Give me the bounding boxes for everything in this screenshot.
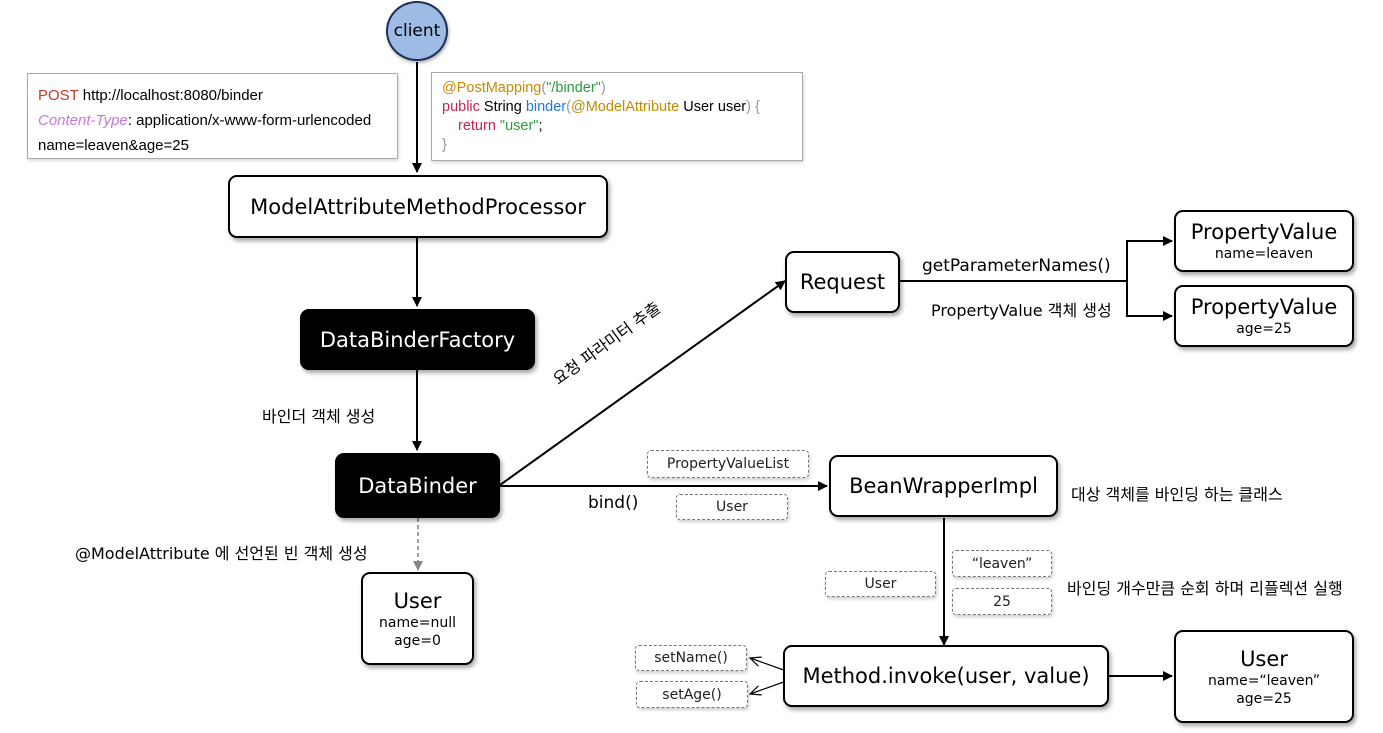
controller-code-block: @PostMapping("/binder") public String bi…	[431, 72, 803, 161]
request-line: POST http://localhost:8080/binder	[38, 83, 387, 108]
client-label: client	[393, 21, 441, 41]
client-node: client	[386, 1, 448, 61]
code-semicolon: ;	[538, 118, 543, 134]
user-empty-name: name=null	[379, 614, 456, 631]
set-age-tag: setAge()	[636, 681, 748, 708]
user-empty-box: User name=null age=0	[361, 572, 474, 665]
reflection-desc-label: 바인딩 개수만큼 순회 하며 리플렉션 실행	[1067, 579, 1343, 598]
code-paren-open: (	[541, 80, 547, 96]
code-param: User user	[679, 99, 747, 115]
header-line: Content-Type: application/x-www-form-url…	[38, 108, 387, 133]
property-value-name-box: PropertyValue name=leaven	[1174, 210, 1354, 272]
request-label: Request	[799, 270, 886, 294]
age-value-tag: 25	[952, 588, 1052, 615]
user-empty-age: age=0	[394, 632, 441, 649]
http-request-block: POST http://localhost:8080/binder Conten…	[27, 73, 398, 159]
leaven-value-tag: “leaven”	[952, 550, 1052, 577]
bean-wrapper-impl-box: BeanWrapperImpl	[829, 455, 1058, 517]
processor-label: ModelAttributeMethodProcessor	[250, 194, 586, 219]
create-property-value-label: PropertyValue 객체 생성	[931, 301, 1112, 320]
code-annotation: @PostMapping	[442, 80, 542, 96]
user-filled-box: User name=“leaven” age=25	[1174, 630, 1354, 723]
user-full-title: User	[1240, 646, 1288, 671]
property-value-age-box: PropertyValue age=25	[1174, 285, 1354, 347]
code-line-2: public String binder(@ModelAttribute Use…	[442, 98, 792, 117]
pv1-title: PropertyValue	[1190, 220, 1338, 244]
data-binder-box: DataBinder	[335, 453, 500, 518]
bean-wrapper-desc-label: 대상 객체를 바인딩 하는 클래스	[1071, 485, 1283, 504]
code-line-3: return "user";	[442, 117, 792, 136]
http-url: http://localhost:8080/binder	[82, 87, 263, 104]
code-return: return	[458, 118, 496, 134]
user-loop-tag: User	[825, 571, 936, 597]
user-full-name: name=“leaven”	[1207, 672, 1321, 689]
code-method-name: binder	[525, 99, 567, 115]
binder-label: DataBinder	[358, 473, 477, 498]
bind-label: bind()	[588, 493, 639, 513]
code-paren-close: )	[600, 80, 606, 96]
data-binder-factory-box: DataBinderFactory	[300, 309, 535, 370]
code-param-annotation: @ModelAttribute	[570, 99, 680, 115]
property-value-list-tag: PropertyValueList	[647, 450, 809, 478]
pv2-title: PropertyValue	[1190, 295, 1338, 319]
code-brace-open: ) {	[746, 99, 760, 115]
header-name: Content-Type	[38, 112, 128, 129]
code-public: public	[442, 99, 480, 115]
model-attribute-desc-label: @ModelAttribute 에 선언된 빈 객체 생성	[75, 544, 368, 563]
user-full-age: age=25	[1236, 690, 1292, 707]
user-arg-tag: User	[676, 494, 788, 520]
code-path: "/binder"	[546, 80, 601, 96]
create-binder-label: 바인더 객체 생성	[262, 407, 376, 426]
http-method: POST	[38, 87, 79, 104]
set-name-tag: setName()	[635, 645, 747, 671]
invoke-label: Method.invoke(user, value)	[802, 664, 1090, 688]
request-branch	[900, 236, 1173, 282]
code-line-4: }	[442, 137, 447, 153]
pv1-value: name=leaven	[1214, 246, 1314, 262]
arrow-binder-request	[499, 280, 786, 486]
model-attribute-method-processor-box: ModelAttributeMethodProcessor	[228, 175, 608, 238]
header-value: : application/x-www-form-urlencoded	[127, 112, 372, 129]
code-return-value: "user"	[499, 118, 539, 134]
method-invoke-box: Method.invoke(user, value)	[783, 645, 1109, 707]
factory-label: DataBinderFactory	[319, 327, 516, 352]
bean-wrapper-label: BeanWrapperImpl	[849, 474, 1038, 498]
request-body: name=leaven&age=25	[38, 137, 189, 154]
code-paren2-open: (	[566, 99, 571, 115]
code-type: String	[479, 99, 526, 115]
request-box: Request	[785, 251, 900, 313]
pv2-value: age=25	[1236, 321, 1292, 337]
get-parameter-names-label: getParameterNames()	[922, 256, 1111, 276]
request-branch-2	[1126, 281, 1173, 321]
user-empty-title: User	[393, 588, 442, 613]
code-line-1: @PostMapping("/binder")	[442, 79, 792, 98]
